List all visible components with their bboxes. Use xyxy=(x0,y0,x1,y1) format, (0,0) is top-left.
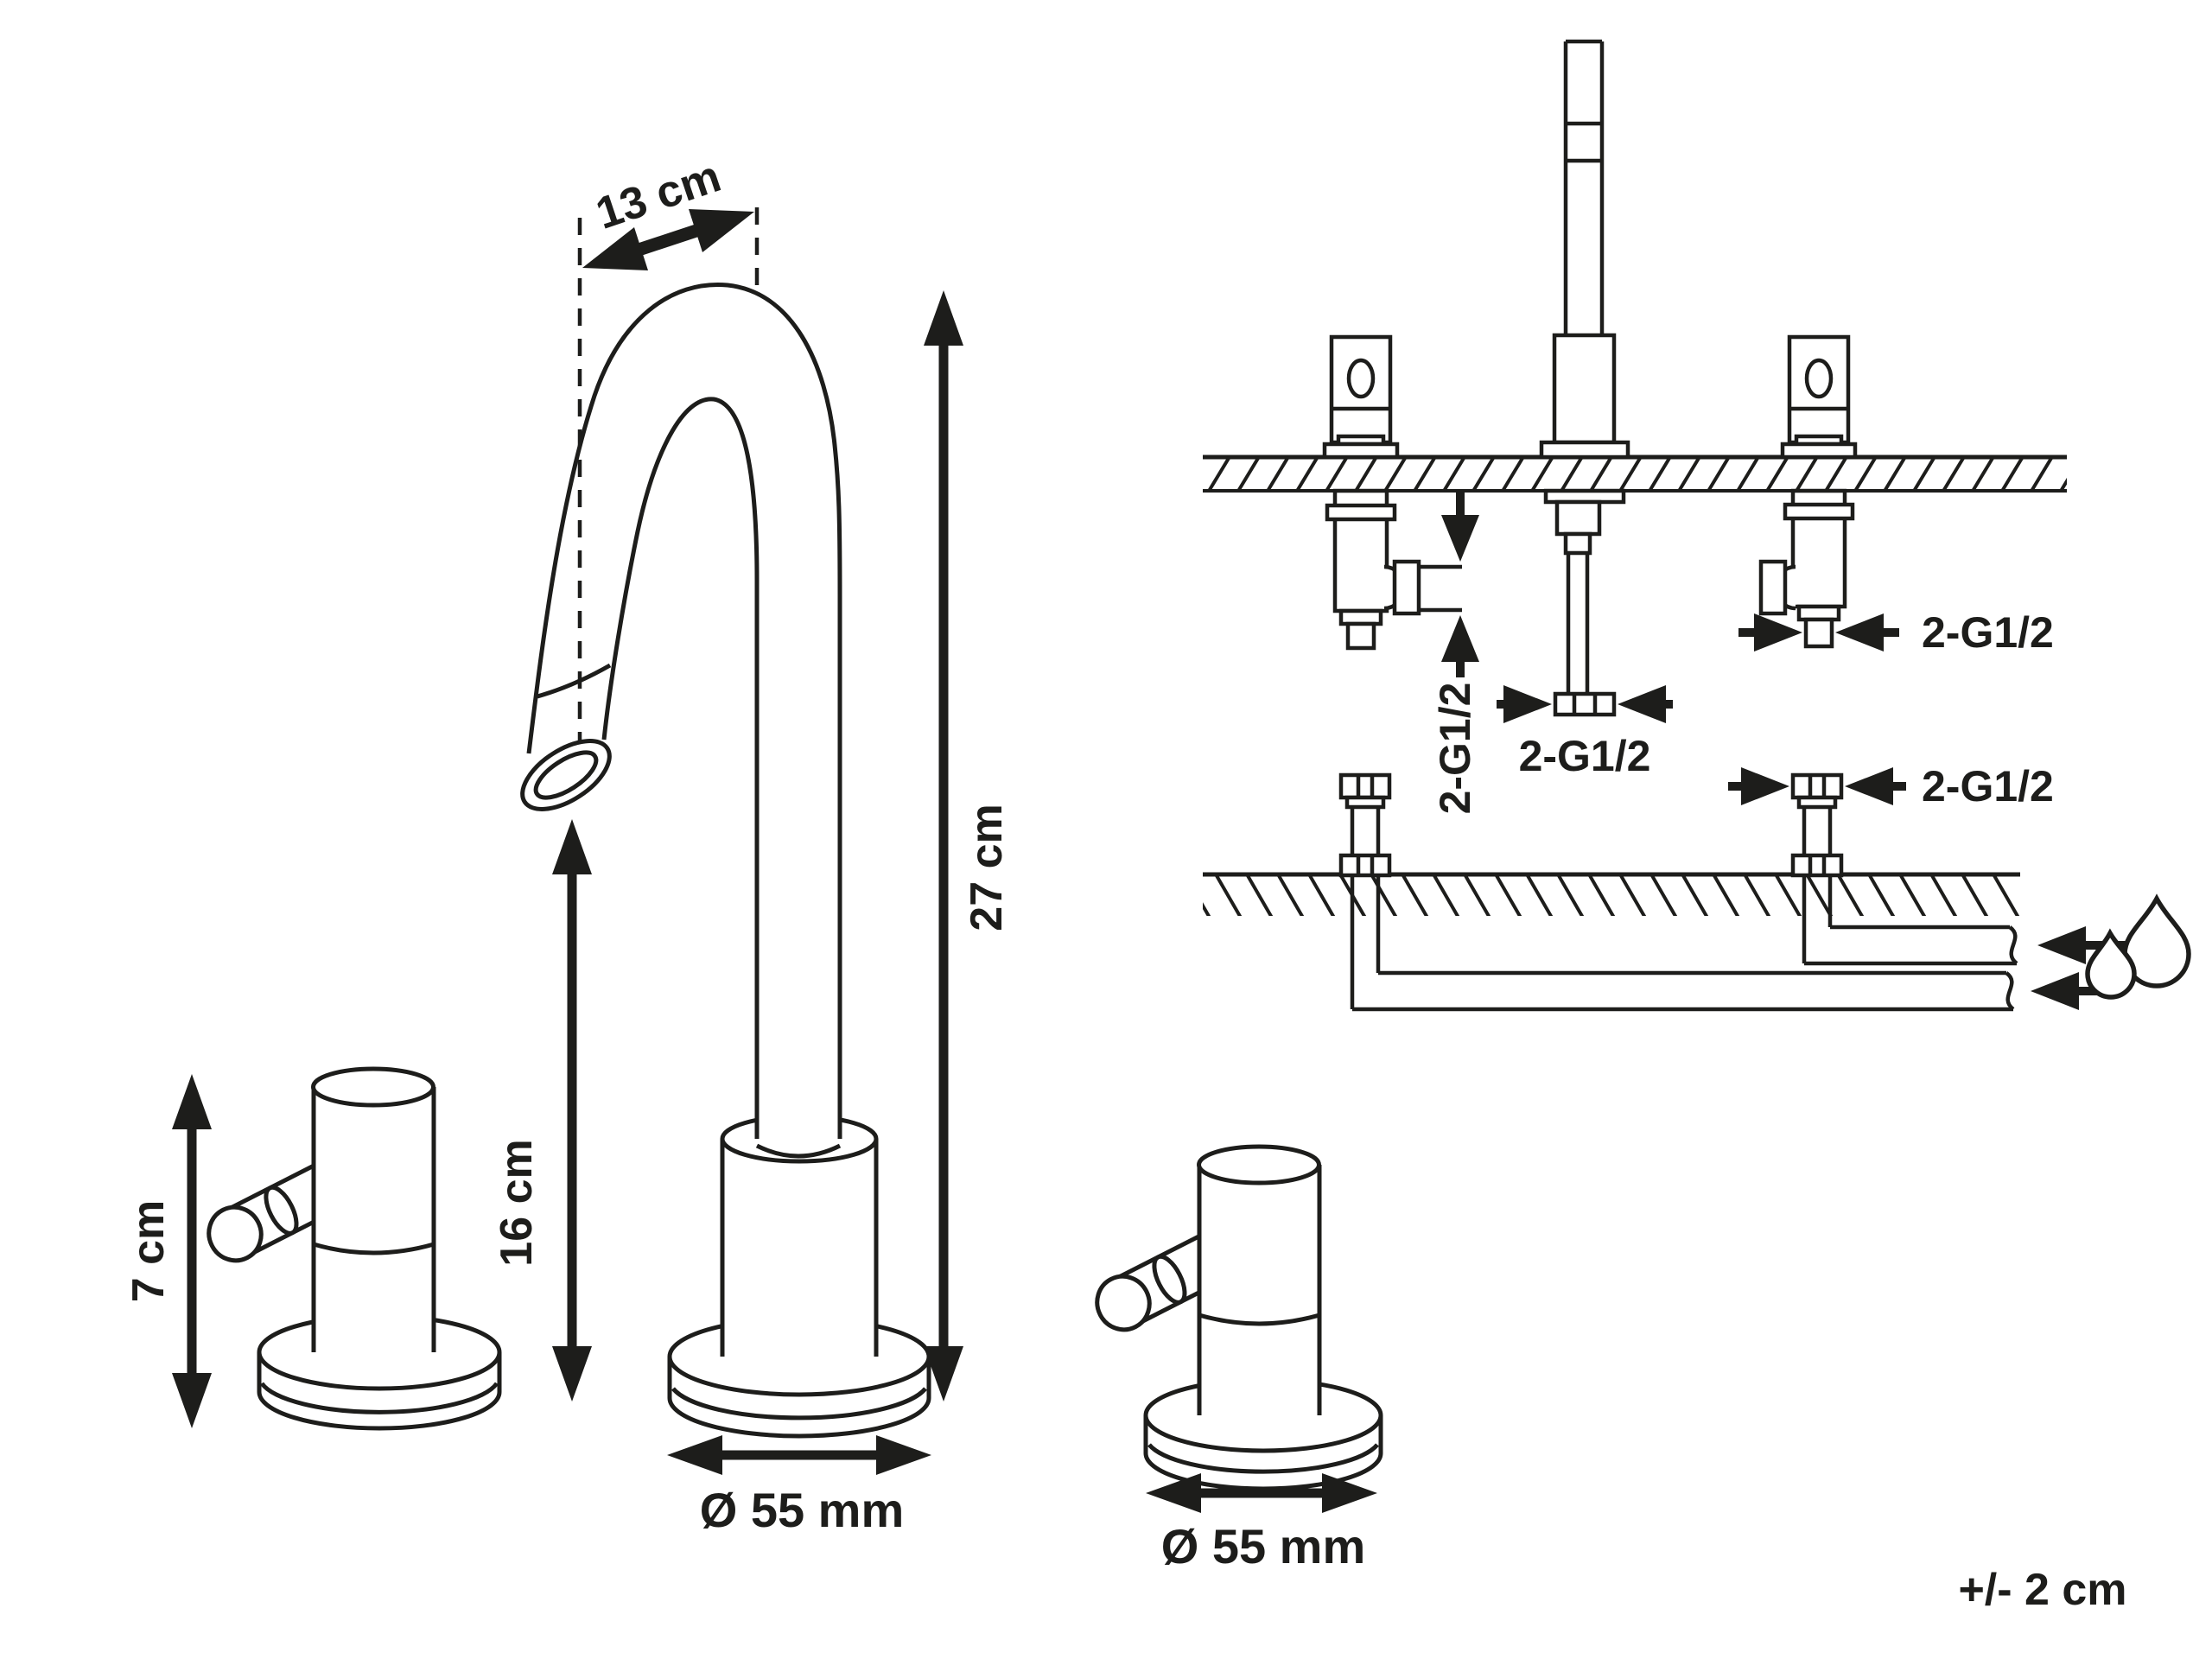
pipe-break xyxy=(2005,971,2015,1011)
arrow-right-icon xyxy=(1754,613,1802,652)
arrow-down-icon xyxy=(924,1346,963,1402)
arrow-up-icon xyxy=(172,1074,212,1129)
side-handle-view xyxy=(207,1066,502,1431)
install-right-valve xyxy=(1758,334,1858,649)
arrow-right-icon xyxy=(689,209,754,252)
dim-handle-height: 7 cm xyxy=(124,1074,212,1428)
left-valve-port xyxy=(1392,559,1421,616)
side-handle-cylinder xyxy=(311,1066,436,1352)
thread-label-center: 2-G1/2 xyxy=(1519,732,1651,780)
install-right-standpipe xyxy=(1790,772,1844,878)
install-spout-nut xyxy=(1553,691,1617,717)
dim-total-height: 27 cm xyxy=(924,290,1012,1402)
arrow-left-icon xyxy=(1835,613,1884,652)
spout-outlet xyxy=(520,739,612,811)
arrow-up-icon xyxy=(1441,615,1479,662)
second-handle-cylinder xyxy=(1197,1144,1322,1415)
second-handle-view xyxy=(1095,1144,1383,1491)
dim-spout-height: 16 cm xyxy=(492,819,592,1402)
countertop-section xyxy=(1203,454,2067,493)
spout-joint-line xyxy=(537,663,612,699)
total-height-label: 27 cm xyxy=(962,804,1012,931)
main-base-diameter-label: Ø 55 mm xyxy=(700,1483,905,1537)
thread-label-right-valve: 2-G1/2 xyxy=(1922,608,2054,657)
install-left-standpipe xyxy=(1338,772,1392,878)
projection-lines xyxy=(577,207,760,743)
thread-label-left-valve: 2-G1/2 xyxy=(1431,683,1479,815)
arrow-left-icon xyxy=(667,1435,722,1475)
arrow-down-icon xyxy=(1441,515,1479,562)
lower-surface-section xyxy=(1203,872,2020,916)
dim-left-valve-thread xyxy=(1441,489,1479,677)
arrow-left-icon xyxy=(1845,767,1893,805)
arrow-right-icon xyxy=(1322,1473,1377,1513)
main-faucet-body xyxy=(720,1114,879,1357)
arrow-down-icon xyxy=(552,1346,592,1402)
supply-pipes xyxy=(1350,875,2018,1012)
arrow-right-icon xyxy=(1741,767,1789,805)
dim-spout-thread xyxy=(1497,685,1673,723)
arrow-up-icon xyxy=(552,819,592,874)
dim-standpipe-thread xyxy=(1728,767,1906,805)
arrow-up-icon xyxy=(924,290,963,346)
right-valve-port xyxy=(1758,559,1788,616)
main-faucet-spout xyxy=(520,282,842,1159)
pipe-break xyxy=(2008,925,2018,965)
thread-label-standpipe: 2-G1/2 xyxy=(1922,762,2054,810)
tolerance-note: +/- 2 cm xyxy=(1958,1565,2126,1615)
installation-diagram xyxy=(1203,39,2191,1012)
dim-main-base-diameter: Ø 55 mm xyxy=(667,1435,931,1537)
install-spout-column xyxy=(1539,39,1630,717)
arrow-left-icon xyxy=(1146,1473,1201,1513)
arrow-down-icon xyxy=(172,1373,212,1428)
install-left-valve xyxy=(1322,334,1462,651)
arrow-left-icon xyxy=(582,227,648,270)
handle-base-diameter-label: Ø 55 mm xyxy=(1161,1519,1366,1573)
handle-height-label: 7 cm xyxy=(124,1200,174,1303)
main-faucet-view xyxy=(520,207,931,1439)
spout-height-label: 16 cm xyxy=(492,1139,542,1266)
arrow-right-icon xyxy=(1503,685,1552,723)
arrow-left-icon xyxy=(1618,685,1666,723)
arrow-left-icon xyxy=(2037,926,2086,964)
water-drops-icon xyxy=(2085,893,2191,1000)
dim-right-valve-thread xyxy=(1738,613,1899,652)
dim-spout-reach: 13 cm xyxy=(582,151,754,270)
arrow-left-icon xyxy=(2031,972,2079,1010)
arrow-right-icon xyxy=(876,1435,931,1475)
dim-handle-base-diameter: Ø 55 mm xyxy=(1146,1473,1377,1573)
spout-collar xyxy=(755,1143,842,1159)
